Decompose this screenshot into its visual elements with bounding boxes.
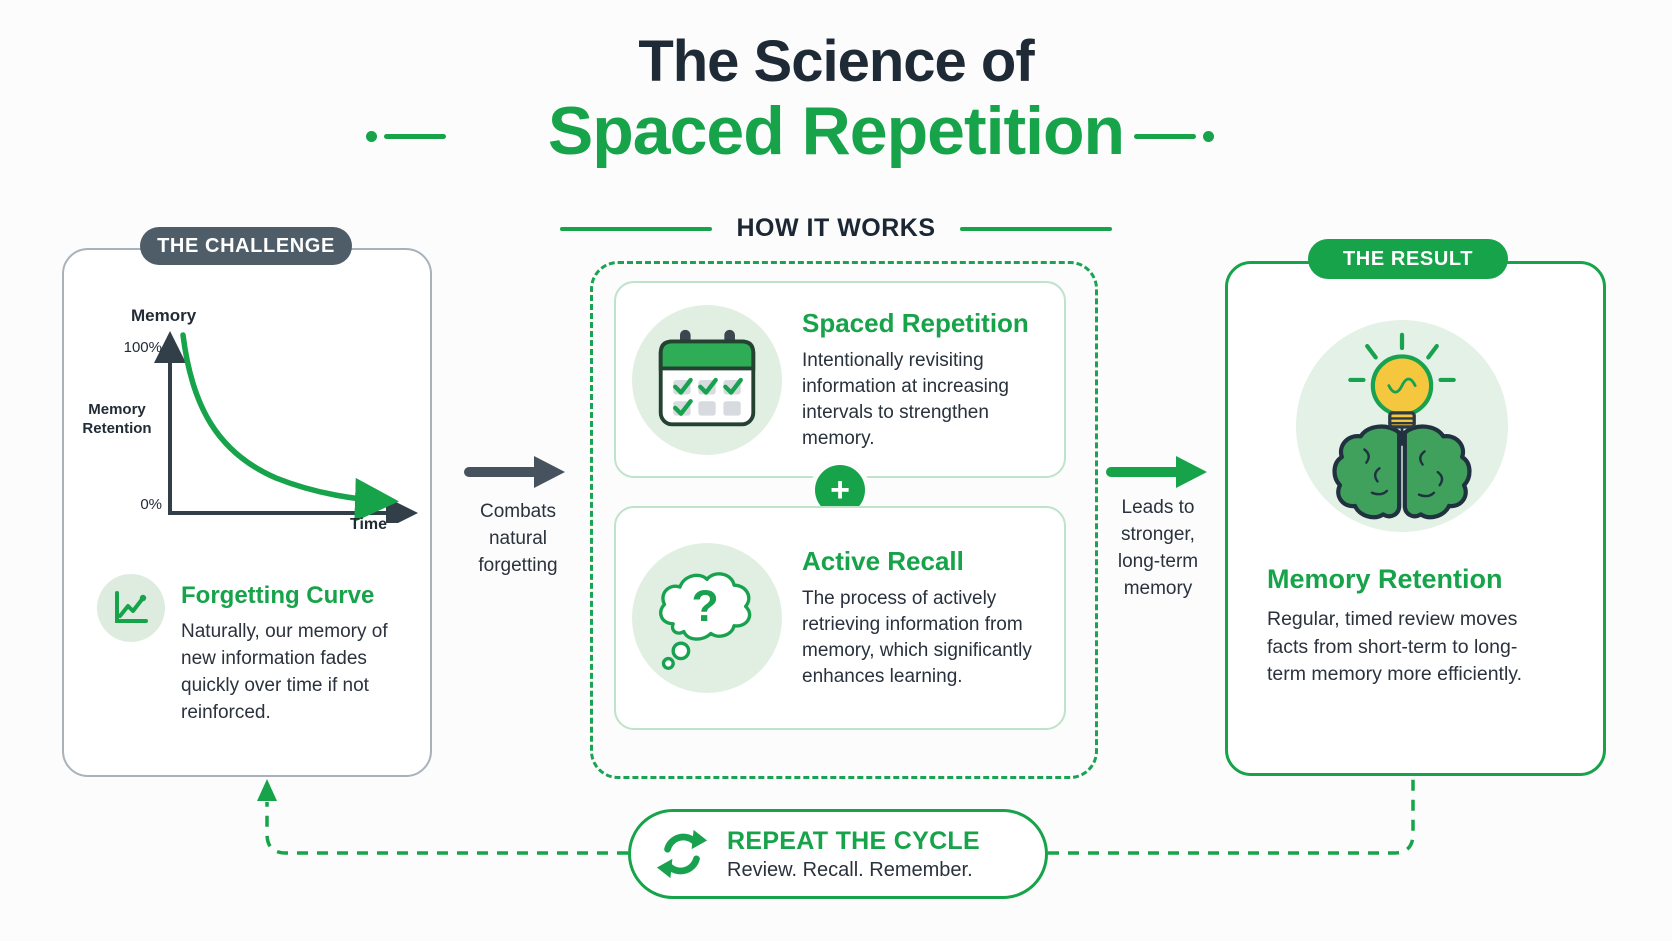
line-chart-icon xyxy=(97,574,165,642)
header-rule-right xyxy=(959,226,1112,231)
calendar-icon xyxy=(632,304,782,455)
title-flourish-left xyxy=(366,131,446,142)
challenge-heading: Forgetting Curve xyxy=(181,582,375,609)
flourish-line xyxy=(1134,134,1196,139)
spaced-repetition-card: Spaced Repetition Intentionally revisiti… xyxy=(614,281,1066,478)
plus-glyph: + xyxy=(830,471,850,509)
brain-lightbulb-icon xyxy=(1296,320,1508,532)
how-it-works-label: HOW IT WORKS xyxy=(736,214,936,242)
cycle-subheading: Review. Recall. Remember. xyxy=(727,858,973,881)
connector-left-caption: Combats natural forgetting xyxy=(478,501,558,576)
page-title-line2: Spaced Repetition xyxy=(547,93,1125,169)
card-text-block: Spaced Repetition Intentionally revisiti… xyxy=(802,308,1034,452)
process-dashed-container xyxy=(590,261,1098,779)
challenge-body: Naturally, our memory of new information… xyxy=(181,621,388,723)
flourish-dot-icon xyxy=(1203,131,1214,142)
result-label: THE RESULT xyxy=(1342,247,1474,270)
card-body: Intentionally revisiting information at … xyxy=(802,349,1009,449)
card-heading: Active Recall xyxy=(802,546,964,576)
cycle-arrows-icon xyxy=(656,829,708,879)
flourish-dot-icon xyxy=(366,131,377,142)
y-axis-label: Memory Retention xyxy=(82,401,152,437)
flourish-line xyxy=(384,134,446,139)
title-flourish-right xyxy=(1134,131,1214,142)
how-it-works-header: HOW IT WORKS xyxy=(0,214,1672,243)
x-axis-label: Time xyxy=(350,516,388,533)
repeat-cycle-pill: REPEAT THE CYCLE Review. Recall. Remembe… xyxy=(628,809,1048,899)
y-max-tick-label: 100% xyxy=(123,339,162,356)
connector-right-caption: Leads to stronger, long-term memory xyxy=(1117,497,1199,599)
y-min-tick-label: 0% xyxy=(140,496,162,513)
result-heading: Memory Retention xyxy=(1267,564,1503,594)
challenge-label-pill: THE CHALLENGE xyxy=(140,227,352,265)
thought-bubble-icon: ? xyxy=(632,543,782,693)
cycle-text-block: REPEAT THE CYCLE Review. Recall. Remembe… xyxy=(727,827,980,882)
right-arrow-icon xyxy=(464,456,565,488)
card-text-block: Active Recall The process of actively re… xyxy=(802,546,1034,690)
right-arrow-icon xyxy=(1106,456,1207,488)
result-body: Regular, timed review moves facts from s… xyxy=(1267,608,1523,685)
up-arrowhead-icon xyxy=(257,779,277,801)
challenge-label: THE CHALLENGE xyxy=(157,234,335,257)
card-heading: Spaced Repetition xyxy=(802,307,1029,338)
page-title-line1: The Science of xyxy=(638,29,1034,94)
active-recall-card: ? Active Recall The process of actively … xyxy=(614,506,1066,730)
cycle-heading: REPEAT THE CYCLE xyxy=(727,826,980,855)
result-label-pill: THE RESULT xyxy=(1308,239,1508,279)
chart-title: Memory xyxy=(131,306,197,325)
header-rule-left xyxy=(560,226,713,231)
card-body: The process of actively retrieving infor… xyxy=(802,588,1032,687)
question-mark-glyph: ? xyxy=(691,582,718,631)
forgetting-curve-chart xyxy=(154,331,418,523)
